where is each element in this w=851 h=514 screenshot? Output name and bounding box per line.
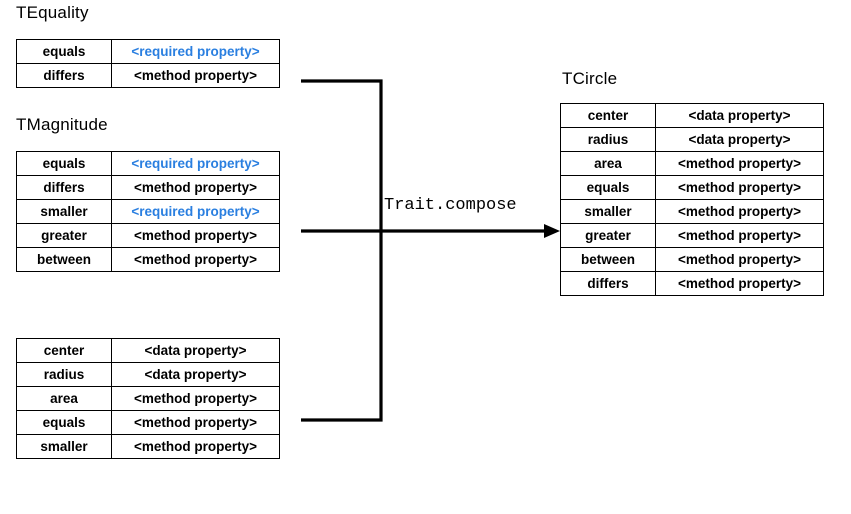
method-property-label: <method property> bbox=[677, 203, 802, 219]
table-row: smaller <method property> bbox=[560, 199, 824, 224]
row-name: area bbox=[16, 386, 112, 411]
method-property-label: <method property> bbox=[133, 251, 258, 267]
method-property-label: <method property> bbox=[133, 414, 258, 430]
row-value: <data property> bbox=[655, 103, 824, 128]
method-property-label: <method property> bbox=[133, 438, 258, 454]
table-row: differs <method property> bbox=[16, 175, 280, 200]
table-row: equals <required property> bbox=[16, 39, 280, 64]
row-name: area bbox=[560, 151, 656, 176]
row-value: <method property> bbox=[111, 175, 280, 200]
table-row: differs <method property> bbox=[560, 271, 824, 296]
required-property-label: <required property> bbox=[131, 155, 260, 171]
table-tmagnitude: equals <required property> differs <meth… bbox=[16, 151, 280, 272]
table-row: radius <data property> bbox=[16, 362, 280, 387]
table-circle-class: center <data property> radius <data prop… bbox=[16, 338, 280, 459]
row-name: center bbox=[16, 338, 112, 363]
title-tequality: TEquality bbox=[16, 3, 89, 22]
row-value: <method property> bbox=[111, 247, 280, 272]
row-name: center bbox=[560, 103, 656, 128]
row-name: equals bbox=[560, 175, 656, 200]
table-row: greater <method property> bbox=[560, 223, 824, 248]
row-name: equals bbox=[16, 410, 112, 435]
table-row: equals <method property> bbox=[560, 175, 824, 200]
data-property-label: <data property> bbox=[144, 342, 247, 358]
table-tcircle: center <data property> radius <data prop… bbox=[560, 103, 824, 296]
table-row: equals <required property> bbox=[16, 151, 280, 176]
row-name: between bbox=[560, 247, 656, 272]
table-row: radius <data property> bbox=[560, 127, 824, 152]
table-row: differs <method property> bbox=[16, 63, 280, 88]
title-tcircle: TCircle bbox=[562, 69, 618, 88]
required-property-label: <required property> bbox=[131, 43, 260, 59]
row-name: differs bbox=[16, 63, 112, 88]
method-property-label: <method property> bbox=[677, 251, 802, 267]
row-name: equals bbox=[16, 151, 112, 176]
method-property-label: <method property> bbox=[133, 227, 258, 243]
table-tequality: equals <required property> differs <meth… bbox=[16, 39, 280, 88]
row-value: <data property> bbox=[655, 127, 824, 152]
row-value: <method property> bbox=[111, 410, 280, 435]
table-row: smaller <required property> bbox=[16, 199, 280, 224]
row-value: <method property> bbox=[655, 199, 824, 224]
table-row: between <method property> bbox=[560, 247, 824, 272]
row-value: <method property> bbox=[655, 175, 824, 200]
title-tmagnitude: TMagnitude bbox=[16, 115, 108, 134]
method-property-label: <method property> bbox=[677, 179, 802, 195]
data-property-label: <data property> bbox=[688, 131, 791, 147]
table-row: area <method property> bbox=[16, 386, 280, 411]
method-property-label: <method property> bbox=[133, 390, 258, 406]
row-value: <data property> bbox=[111, 338, 280, 363]
row-value: <data property> bbox=[111, 362, 280, 387]
table-row: center <data property> bbox=[16, 338, 280, 363]
row-value: <method property> bbox=[111, 386, 280, 411]
row-value: <method property> bbox=[655, 151, 824, 176]
data-property-label: <data property> bbox=[144, 366, 247, 382]
row-value: <method property> bbox=[111, 223, 280, 248]
row-name: smaller bbox=[560, 199, 656, 224]
row-name: radius bbox=[16, 362, 112, 387]
compose-label: Trait.compose bbox=[384, 196, 517, 215]
row-name: differs bbox=[560, 271, 656, 296]
table-row: between <method property> bbox=[16, 247, 280, 272]
table-row: area <method property> bbox=[560, 151, 824, 176]
row-name: radius bbox=[560, 127, 656, 152]
table-row: equals <method property> bbox=[16, 410, 280, 435]
row-name: greater bbox=[560, 223, 656, 248]
row-name: equals bbox=[16, 39, 112, 64]
row-value: <method property> bbox=[111, 434, 280, 459]
row-name: between bbox=[16, 247, 112, 272]
row-name: smaller bbox=[16, 199, 112, 224]
row-name: differs bbox=[16, 175, 112, 200]
table-row: center <data property> bbox=[560, 103, 824, 128]
row-value: <required property> bbox=[111, 39, 280, 64]
row-value: <required property> bbox=[111, 151, 280, 176]
method-property-label: <method property> bbox=[677, 227, 802, 243]
row-name: greater bbox=[16, 223, 112, 248]
method-property-label: <method property> bbox=[677, 275, 802, 291]
row-value: <method property> bbox=[655, 271, 824, 296]
table-row: smaller <method property> bbox=[16, 434, 280, 459]
method-property-label: <method property> bbox=[133, 179, 258, 195]
required-property-label: <required property> bbox=[131, 203, 260, 219]
method-property-label: <method property> bbox=[133, 67, 258, 83]
data-property-label: <data property> bbox=[688, 107, 791, 123]
row-name: smaller bbox=[16, 434, 112, 459]
row-value: <required property> bbox=[111, 199, 280, 224]
row-value: <method property> bbox=[655, 223, 824, 248]
table-row: greater <method property> bbox=[16, 223, 280, 248]
row-value: <method property> bbox=[655, 247, 824, 272]
arrow-head bbox=[544, 224, 560, 238]
method-property-label: <method property> bbox=[677, 155, 802, 171]
row-value: <method property> bbox=[111, 63, 280, 88]
